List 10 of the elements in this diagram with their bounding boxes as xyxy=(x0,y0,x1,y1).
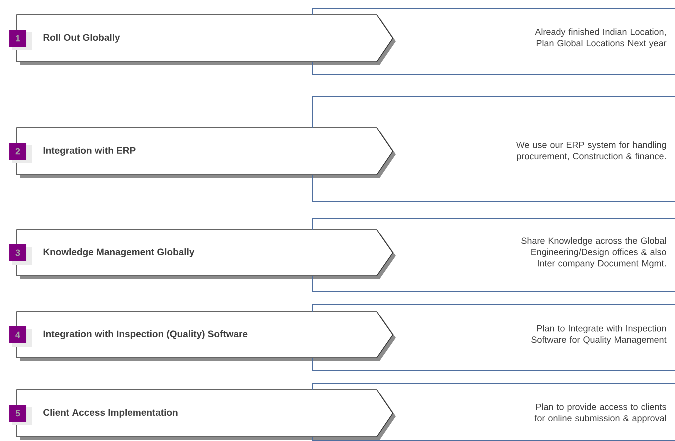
description-box: We use our ERP system for handling procurement, Construction & finance. xyxy=(312,96,675,202)
number-badge: 3 xyxy=(10,244,32,265)
description-box: Share Knowledge across the Global Engineering/Design offices & also Inter company Document Mgmt. xyxy=(312,218,675,292)
number-badge: 1 xyxy=(10,30,32,50)
description-box: Plan to Integrate with Inspection Software for Quality Management xyxy=(312,304,675,372)
number-badge: 5 xyxy=(10,405,32,426)
description-box: Plan to provide access to clients for online submission & approval xyxy=(312,384,675,441)
description-box: Already finished Indian Location, Plan Global Locations Next year xyxy=(312,8,675,76)
number-badge: 4 xyxy=(10,326,32,347)
number-badge: 2 xyxy=(10,143,32,164)
